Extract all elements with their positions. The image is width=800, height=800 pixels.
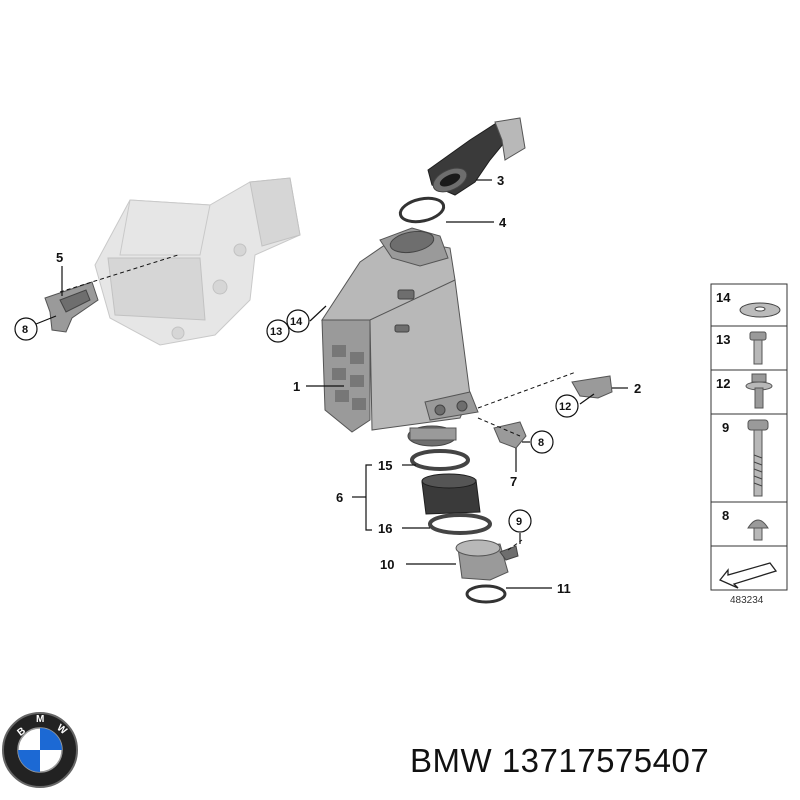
svg-text:9: 9	[516, 516, 522, 528]
arrow-icon	[718, 562, 778, 589]
svg-text:13: 13	[270, 326, 282, 338]
button-head-screw-icon	[747, 519, 769, 541]
svg-text:8: 8	[22, 324, 28, 336]
svg-text:14: 14	[290, 316, 303, 328]
ghost-assembly	[94, 177, 301, 346]
legend-row-14: 14	[716, 290, 731, 305]
intercooler-body	[321, 227, 479, 447]
outlet-pipe	[455, 539, 523, 581]
seal-ring-bottom	[465, 584, 507, 604]
fastener-legend: 14 13 12 9 8	[710, 283, 788, 606]
callout-16: 16	[378, 521, 392, 536]
legend-row-12: 12	[716, 376, 730, 391]
callout-11: 11	[557, 581, 571, 596]
svg-text:M: M	[36, 714, 44, 725]
clamp-lower	[428, 513, 492, 535]
leader-lines	[35, 179, 628, 589]
callout-7: 7	[510, 474, 517, 489]
legend-row-8: 8	[722, 508, 729, 523]
callout-9: 9	[508, 509, 532, 533]
part-number-caption: BMW 13717575407	[410, 742, 710, 779]
callout-14: 14	[286, 309, 310, 333]
legend-row-9: 9	[722, 420, 729, 435]
washer-icon	[739, 302, 781, 318]
bmw-roundel-icon: B M W	[2, 712, 78, 788]
svg-text:8: 8	[538, 437, 544, 449]
charge-air-hose	[427, 117, 526, 196]
callout-15: 15	[378, 458, 392, 473]
callout-1: 1	[293, 379, 300, 394]
bolt-icon	[749, 331, 767, 365]
legend-row-13: 13	[716, 332, 730, 347]
seal-ring-top	[398, 196, 446, 224]
callout-3: 3	[497, 173, 504, 188]
rubber-sleeve	[421, 473, 481, 515]
callout-12: 12	[555, 394, 579, 418]
bracket-lower	[477, 417, 527, 449]
bracket-left	[44, 254, 179, 333]
callout-2: 2	[634, 381, 641, 396]
callout-8-lower: 8	[530, 430, 554, 454]
callout-4: 4	[499, 215, 507, 230]
callout-10: 10	[380, 557, 394, 572]
long-screw-icon	[747, 419, 769, 497]
callout-6: 6	[336, 490, 343, 505]
callout-8-left: 8	[14, 317, 38, 341]
svg-text:12: 12	[559, 401, 571, 413]
diagram-id: 483234	[730, 595, 764, 606]
flange-bolt-icon	[745, 373, 773, 409]
clamp-upper	[410, 449, 470, 471]
callout-5: 5	[56, 250, 63, 265]
callout-labels: 3 4 5 1 2 7 15 6 16 10 11 8 13 14 12 8	[14, 173, 641, 596]
bracket-right	[477, 371, 613, 409]
callout-13: 13	[266, 319, 290, 343]
